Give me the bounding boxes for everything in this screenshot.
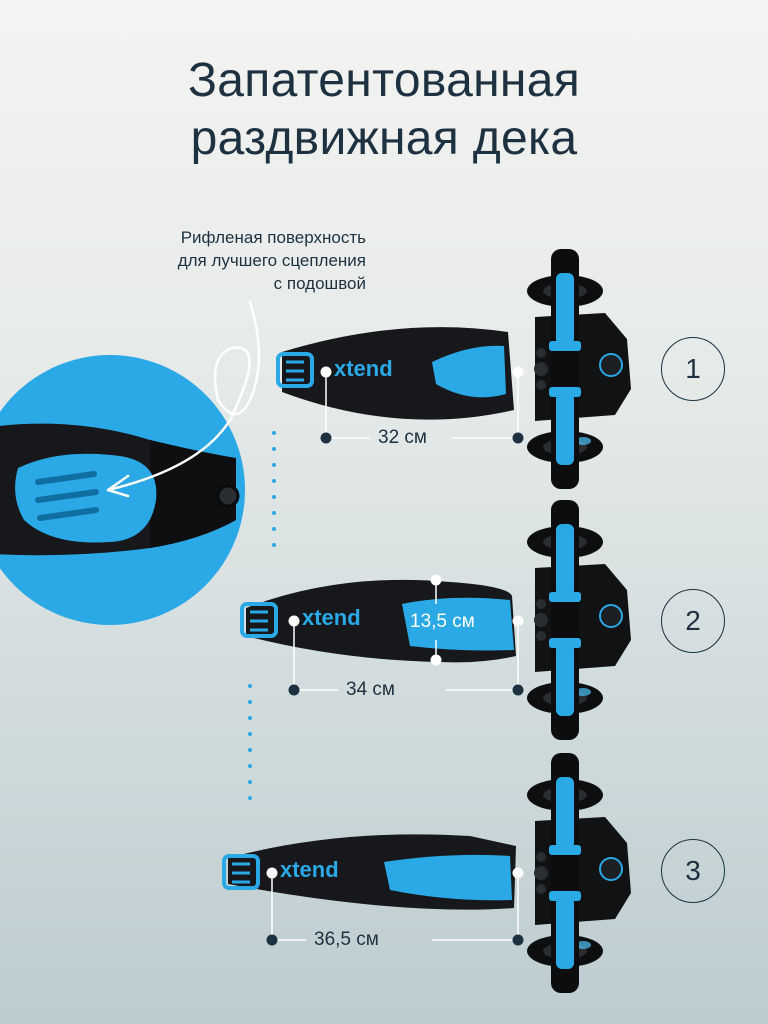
grip-zoom-circle	[0, 355, 245, 625]
page-title-line-1: Запатентованная	[188, 54, 580, 107]
step-number-3: 3	[685, 855, 701, 886]
dotted-guide-2	[248, 684, 252, 800]
callout-line-1: Рифленая поверхность	[180, 228, 366, 247]
brand-logo-2: xtend	[302, 605, 361, 630]
brand-logo-3: xtend	[280, 857, 339, 882]
step-badge-1: 1	[661, 337, 725, 401]
step-number-1: 1	[685, 353, 701, 384]
dotted-guide-1	[272, 431, 276, 547]
scooter-1	[276, 248, 632, 490]
width-label-2: 13,5 см	[410, 611, 475, 632]
length-label-2: 34 см	[346, 679, 395, 700]
scooter-3	[222, 752, 632, 994]
scooter-2	[240, 499, 632, 741]
length-label-3: 36,5 см	[314, 929, 379, 950]
length-label-1: 32 см	[378, 427, 427, 448]
callout-arrow	[106, 300, 261, 492]
page-title: Запатентованная раздвижная дека	[0, 52, 768, 168]
step-badge-3: 3	[661, 839, 725, 903]
callout-line-3: с подошвой	[273, 274, 366, 293]
dimension-3	[271, 873, 519, 941]
page-title-line-2: раздвижная дека	[190, 112, 578, 165]
step-number-2: 2	[685, 605, 701, 636]
step-badge-2: 2	[661, 589, 725, 653]
grip-callout: Рифленая поверхность для лучшего сцеплен…	[96, 226, 366, 295]
dimension-2	[293, 580, 519, 691]
dimension-1	[325, 372, 519, 439]
callout-line-2: для лучшего сцепления	[177, 251, 366, 270]
brand-logo-1: xtend	[334, 356, 393, 381]
